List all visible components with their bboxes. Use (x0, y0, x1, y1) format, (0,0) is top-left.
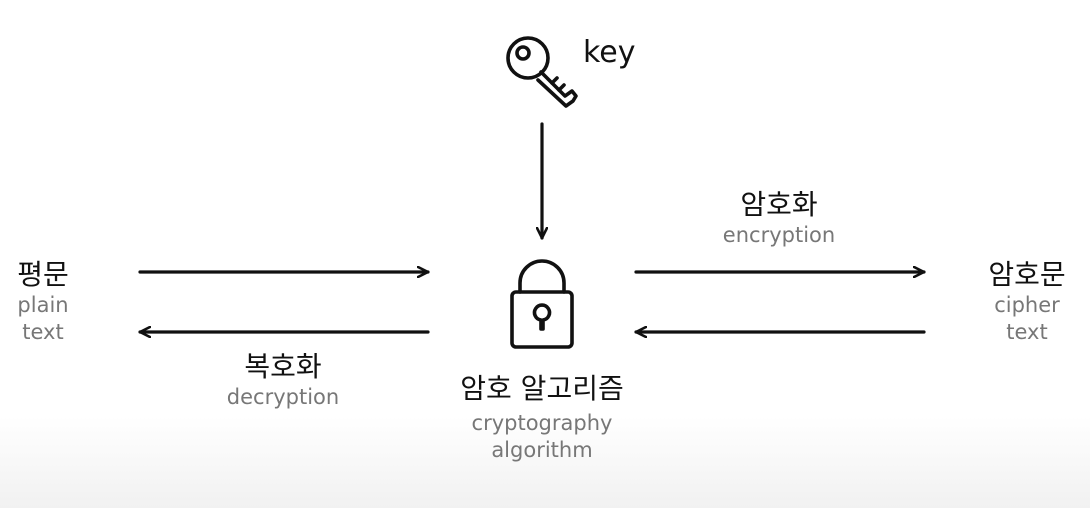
encryption-label-group: 암호화 encryption (700, 188, 858, 249)
ciphertext-sub-line1: cipher (994, 292, 1060, 317)
decryption-subtitle: decryption (226, 384, 340, 409)
decryption-label-group: 복호화 decryption (204, 350, 362, 411)
encryption-title: 암호화 (740, 188, 818, 221)
algorithm-node: 암호 알고리즘 cryptography algorithm (422, 372, 662, 464)
encryption-subtitle: encryption (722, 222, 836, 247)
ciphertext-node: 암호문 cipher text (972, 258, 1082, 346)
plaintext-sub-line2: text (22, 319, 64, 344)
plaintext-node: 평문 plain text (0, 258, 86, 346)
plaintext-sub-line1: plain (17, 292, 69, 317)
algorithm-sub-line1: cryptography (471, 410, 613, 435)
key-icon (506, 36, 578, 108)
algorithm-title: 암호 알고리즘 (460, 372, 624, 405)
key-label: key (583, 35, 636, 70)
ciphertext-sub-line2: text (1006, 319, 1048, 344)
decryption-title: 복호화 (244, 350, 322, 383)
plaintext-title: 평문 (17, 258, 69, 291)
algorithm-sub-line2: algorithm (491, 437, 593, 462)
ciphertext-title: 암호문 (988, 258, 1066, 291)
lock-icon (510, 259, 574, 349)
